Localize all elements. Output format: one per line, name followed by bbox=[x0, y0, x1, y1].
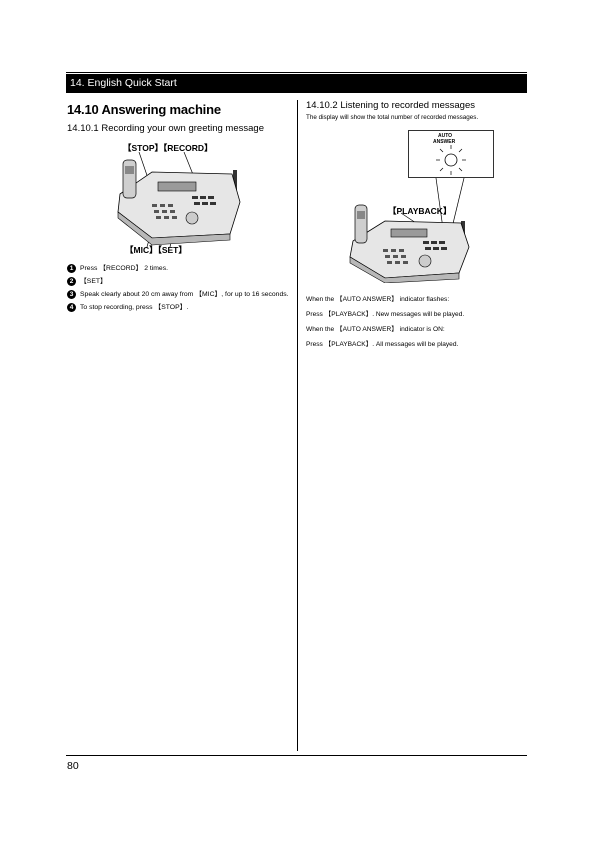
step-text: Speak clearly about 20 cm away from 【MIC… bbox=[80, 291, 289, 298]
subsection-title-listening: 14.10.2 Listening to recorded messages bbox=[306, 100, 475, 111]
callout-stop-record: 【STOP】【RECORD】 bbox=[123, 143, 213, 153]
note-flashes: When the 【AUTO ANSWER】 indicator flashes… bbox=[306, 296, 450, 303]
fax-machine-illustration-right bbox=[349, 204, 470, 283]
indicator-label-auto: AUTO bbox=[438, 133, 453, 139]
step-item: 4 To stop recording, press 【STOP】. bbox=[67, 302, 289, 313]
section-title: 14.10 Answering machine bbox=[67, 102, 221, 117]
note-new-messages: Press 【PLAYBACK】. New messages will be p… bbox=[306, 311, 465, 318]
section-header-bar: 14. English Quick Start bbox=[66, 74, 527, 93]
page-number: 80 bbox=[67, 760, 79, 772]
step-item: 1 Press 【RECORD】 2 times. bbox=[67, 263, 289, 274]
indicator-label-answer: ANSWER bbox=[433, 139, 456, 145]
note-all-messages: Press 【PLAYBACK】. All messages will be p… bbox=[306, 341, 459, 348]
callout-mic-set: 【MIC】【SET】 bbox=[125, 245, 187, 255]
step-number: 1 bbox=[67, 264, 76, 273]
step-text: To stop recording, press 【STOP】. bbox=[80, 304, 189, 311]
subsection-title-recording: 14.10.1 Recording your own greeting mess… bbox=[67, 123, 264, 134]
lead-text: The display will show the total number o… bbox=[306, 114, 479, 121]
step-item: 3 Speak clearly about 20 cm away from 【M… bbox=[67, 289, 289, 300]
bottom-rule bbox=[66, 755, 527, 756]
step-text: 【SET】 bbox=[80, 278, 107, 285]
right-column: 14.10.2 Listening to recorded messages T… bbox=[306, 100, 528, 121]
step-number: 3 bbox=[67, 290, 76, 299]
recording-steps: 1 Press 【RECORD】 2 times. 2 【SET】 3 Spea… bbox=[67, 263, 289, 315]
note-on: When the 【AUTO ANSWER】 indicator is ON: bbox=[306, 326, 445, 333]
step-item: 2 【SET】 bbox=[67, 276, 289, 287]
playback-notes: When the 【AUTO ANSWER】 indicator flashes… bbox=[306, 294, 528, 354]
fax-machine-illustration-left bbox=[117, 152, 241, 247]
column-divider bbox=[297, 100, 298, 751]
top-rule bbox=[66, 72, 527, 73]
step-text: Press 【RECORD】 2 times. bbox=[80, 265, 168, 272]
left-column: 14.10 Answering machine 14.10.1 Recordin… bbox=[67, 100, 289, 134]
callout-playback: 【PLAYBACK】 bbox=[388, 206, 452, 216]
auto-answer-indicator-zoom bbox=[408, 130, 494, 178]
step-number: 2 bbox=[67, 277, 76, 286]
step-number: 4 bbox=[67, 303, 76, 312]
